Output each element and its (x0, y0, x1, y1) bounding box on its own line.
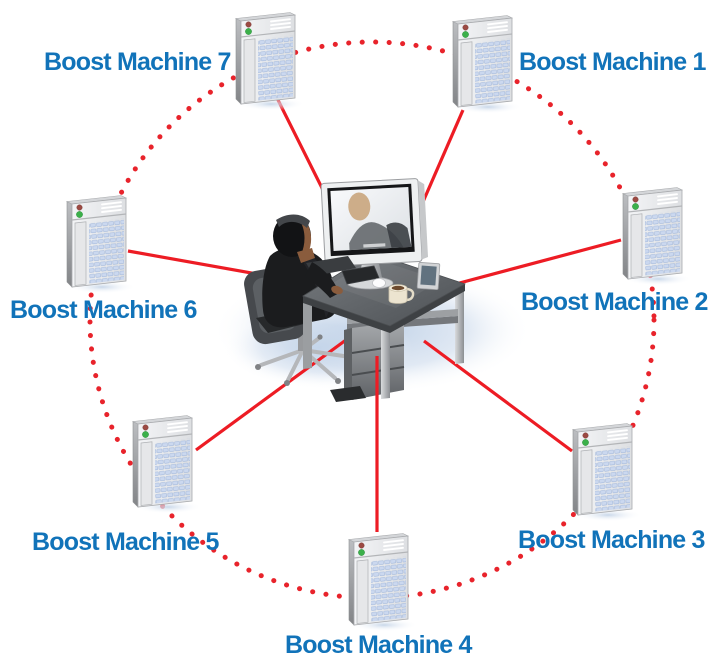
person-arm (305, 262, 343, 298)
label-boost-machine-7: Boost Machine 7 (44, 48, 231, 76)
label-boost-machine-2: Boost Machine 2 (521, 288, 708, 316)
photo-frame-icon (416, 262, 441, 291)
server-icon-machine-6 (66, 194, 137, 295)
server-icon-machine-5 (132, 414, 203, 515)
server-icon-machine-3 (572, 422, 643, 523)
label-boost-machine-1: Boost Machine 1 (519, 48, 706, 76)
ring-dotted-connection (87, 39, 657, 601)
label-boost-machine-4: Boost Machine 4 (285, 631, 472, 659)
connection-line-machine-5 (195, 335, 351, 452)
monitor-icon (320, 178, 429, 290)
server-icon-machine-1 (452, 14, 523, 115)
label-boost-machine-6: Boost Machine 6 (10, 296, 197, 324)
server-icon-machine-7 (235, 11, 306, 112)
connection-line-machine-3 (423, 339, 573, 453)
label-boost-machine-3: Boost Machine 3 (518, 526, 705, 554)
label-boost-machine-5: Boost Machine 5 (32, 528, 219, 556)
server-icon-machine-2 (622, 186, 693, 287)
coffee-mug-icon (388, 284, 415, 304)
server-icon-machine-4 (348, 532, 419, 633)
mouse-icon (372, 278, 386, 288)
connection-line-machine-2 (451, 238, 622, 287)
hub-connection-lines (127, 97, 622, 453)
